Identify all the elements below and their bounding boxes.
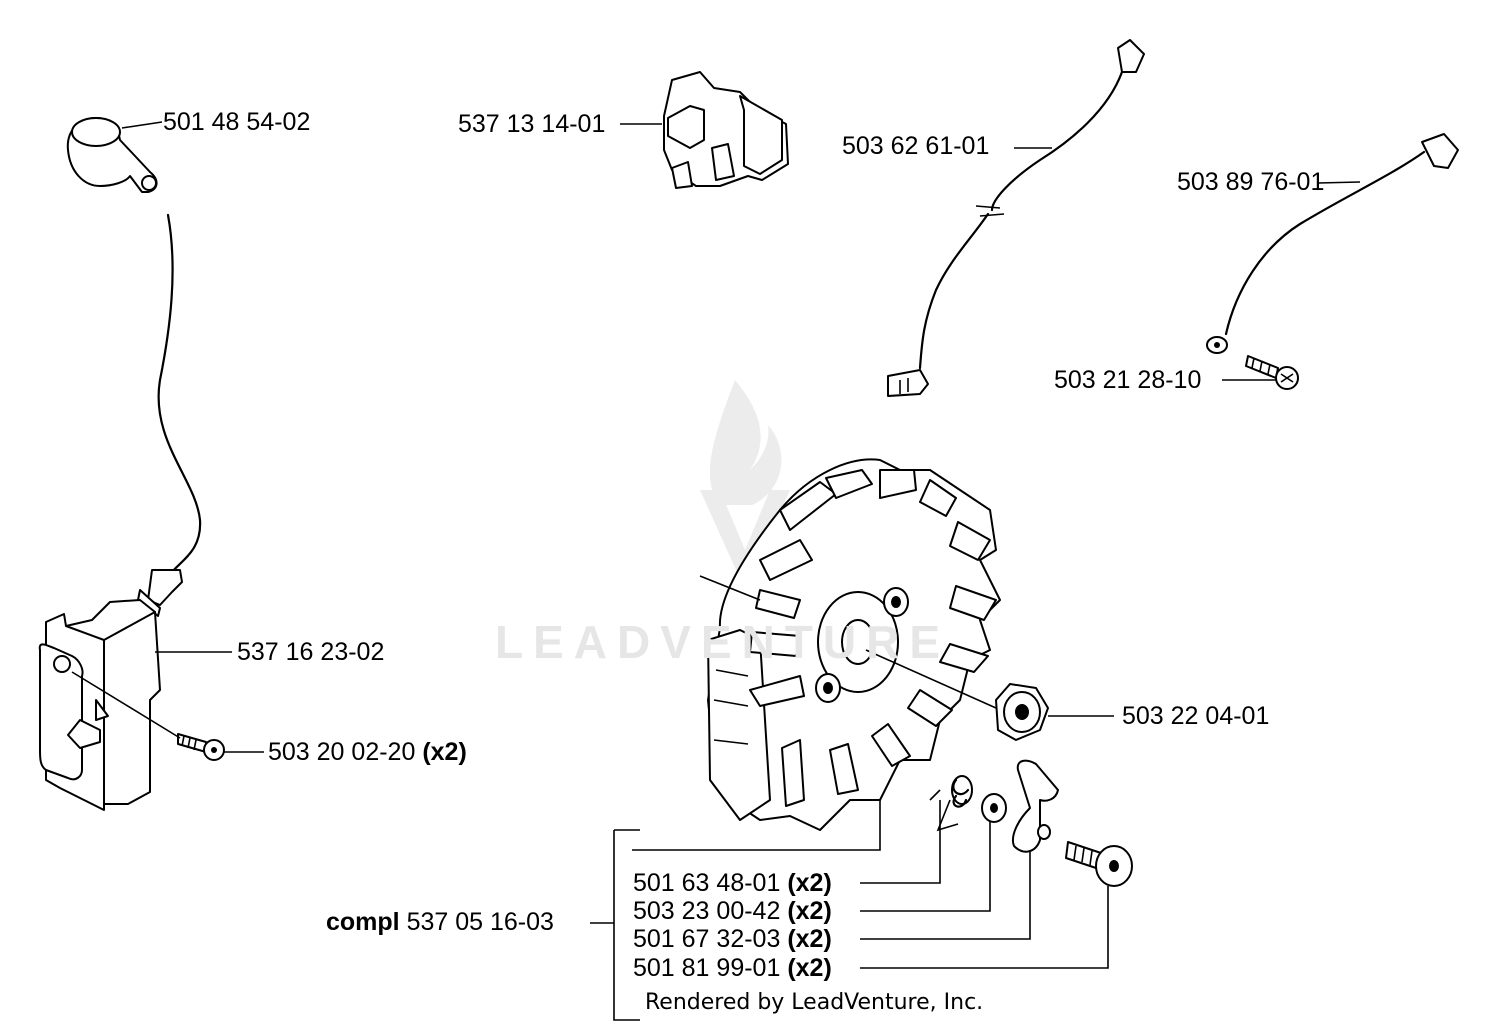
- spark-plug-cap-part[interactable]: [66, 117, 163, 193]
- part-label-503-22-04-01[interactable]: 503 22 04-01: [1122, 702, 1270, 730]
- part-label-501-81-99-01[interactable]: 501 81 99-01 (x2): [633, 954, 832, 982]
- part-label-503-89-76-01[interactable]: 503 89 76-01: [1177, 168, 1325, 196]
- part-label-537-16-23-02[interactable]: 537 16 23-02: [237, 638, 385, 666]
- earth-screw-part[interactable]: [1222, 355, 1299, 390]
- ignition-module-part[interactable]: [38, 569, 232, 811]
- assembly-label[interactable]: compl 537 05 16-03: [326, 908, 554, 936]
- ignition-lead-wire: [157, 213, 202, 574]
- flywheel-nut-part[interactable]: [865, 649, 1114, 741]
- watermark-logo-icon: [700, 380, 790, 590]
- leader-lines: [590, 800, 1109, 1021]
- part-label-503-62-61-01[interactable]: 503 62 61-01: [842, 132, 990, 160]
- footer-credit: Rendered by LeadVenture, Inc.: [645, 990, 984, 1015]
- pawl-spring-part[interactable]: [929, 775, 973, 832]
- washer-part[interactable]: [981, 793, 1007, 823]
- part-label-503-20-02-20[interactable]: 503 20 02-20 (x2): [268, 738, 467, 766]
- module-screw-part[interactable]: [71, 671, 264, 761]
- stop-switch-part[interactable]: [620, 71, 789, 189]
- part-label-537-13-14-01[interactable]: 537 13 14-01: [458, 110, 606, 138]
- starter-pawl-part[interactable]: [1012, 759, 1059, 853]
- part-label-501-67-32-03[interactable]: 501 67 32-03 (x2): [633, 925, 832, 953]
- part-label-501-63-48-01[interactable]: 501 63 48-01 (x2): [633, 869, 832, 897]
- pawl-screw-part[interactable]: [1065, 841, 1133, 887]
- flywheel-part[interactable]: [699, 458, 1001, 831]
- part-label-503-21-28-10[interactable]: 503 21 28-10: [1054, 366, 1202, 394]
- switch-wire-part[interactable]: [887, 39, 1145, 397]
- part-label-501-48-54-02[interactable]: 501 48 54-02: [163, 108, 311, 136]
- watermark-text: LEADVENTURE: [495, 616, 951, 668]
- part-label-503-23-00-42[interactable]: 503 23 00-42 (x2): [633, 897, 832, 925]
- earth-wire-part[interactable]: [1206, 133, 1459, 354]
